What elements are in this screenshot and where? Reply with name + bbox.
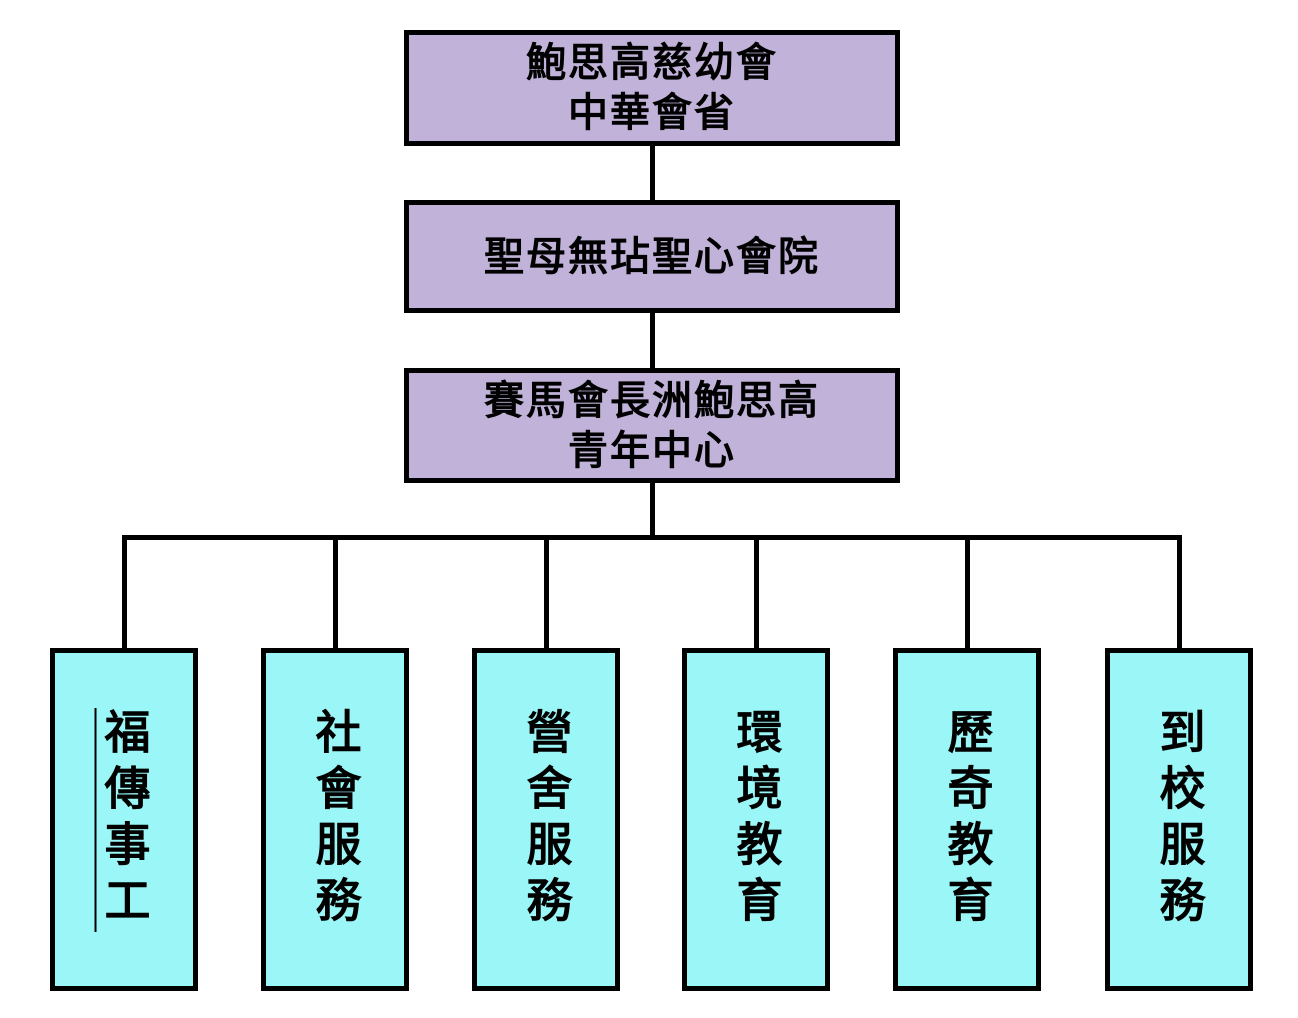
org-leaf-label: 到校服務	[1152, 707, 1207, 932]
org-node-jockey-club-cheung-chau-youth-centre[interactable]: 賽馬會長洲鮑思高 青年中心	[404, 368, 900, 483]
org-leaf-label: 歷奇教育	[940, 707, 995, 932]
org-leaf-adventure-education[interactable]: 歷奇教育	[893, 648, 1041, 991]
org-node-label: 鮑思高慈幼會 中華會省	[526, 39, 778, 136]
connector-node2-to-node3	[650, 311, 655, 370]
org-leaf-label: 社會服務	[308, 707, 363, 932]
org-leaf-evangelisation-ministry[interactable]: 福傳事工	[50, 648, 198, 991]
connector-horizontal-bus	[122, 535, 1182, 540]
org-node-label: 聖母無玷聖心會院	[484, 232, 820, 280]
connector-node1-to-node2	[650, 144, 655, 202]
connector-bus-to-leaf-5	[965, 535, 970, 650]
org-node-immaculate-heart-of-mary-house[interactable]: 聖母無玷聖心會院	[404, 200, 900, 313]
connector-bus-to-leaf-1	[122, 535, 127, 650]
org-leaf-label: 營舍服務	[519, 707, 574, 932]
org-node-salesians-chinese-province[interactable]: 鮑思高慈幼會 中華會省	[404, 30, 900, 146]
connector-bus-to-leaf-2	[333, 535, 338, 650]
org-leaf-camp-service[interactable]: 營舍服務	[472, 648, 620, 991]
connector-node3-dropdown	[650, 481, 655, 539]
connector-bus-to-leaf-6	[1177, 535, 1182, 650]
connector-bus-to-leaf-4	[754, 535, 759, 650]
connector-bus-to-leaf-3	[544, 535, 549, 650]
org-leaf-environmental-education[interactable]: 環境教育	[682, 648, 830, 991]
org-node-label: 賽馬會長洲鮑思高 青年中心	[484, 376, 820, 474]
org-leaf-label: 環境教育	[729, 707, 784, 932]
org-leaf-label: 福傳事工	[97, 707, 152, 932]
org-leaf-social-service[interactable]: 社會服務	[261, 648, 409, 991]
org-leaf-school-outreach-service[interactable]: 到校服務	[1105, 648, 1253, 991]
